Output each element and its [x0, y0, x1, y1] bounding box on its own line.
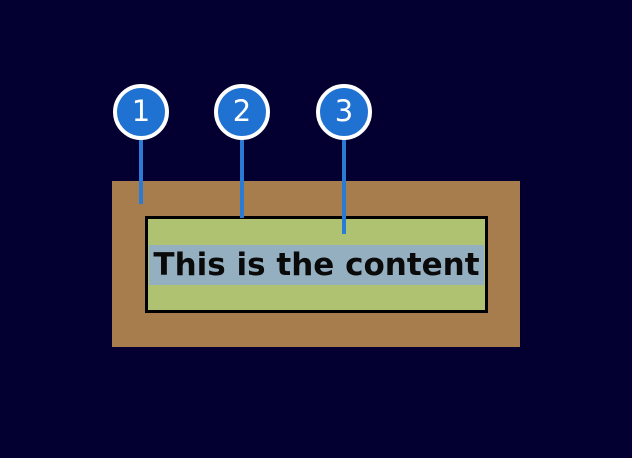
content-text: This is the content: [149, 244, 484, 285]
callout-badge-2-label: 2: [232, 93, 252, 128]
callout-badge-3[interactable]: 3: [316, 84, 372, 140]
callout-badge-1[interactable]: 1: [113, 84, 169, 140]
callout-badge-3-label: 3: [334, 93, 354, 128]
callout-stem-2: [240, 140, 244, 218]
callout-badge-2[interactable]: 2: [214, 84, 270, 140]
callout-stem-3: [342, 140, 346, 234]
callout-badge-1-label: 1: [131, 93, 151, 128]
inner-region-box: This is the content: [145, 216, 488, 313]
callout-stem-1: [139, 140, 143, 204]
